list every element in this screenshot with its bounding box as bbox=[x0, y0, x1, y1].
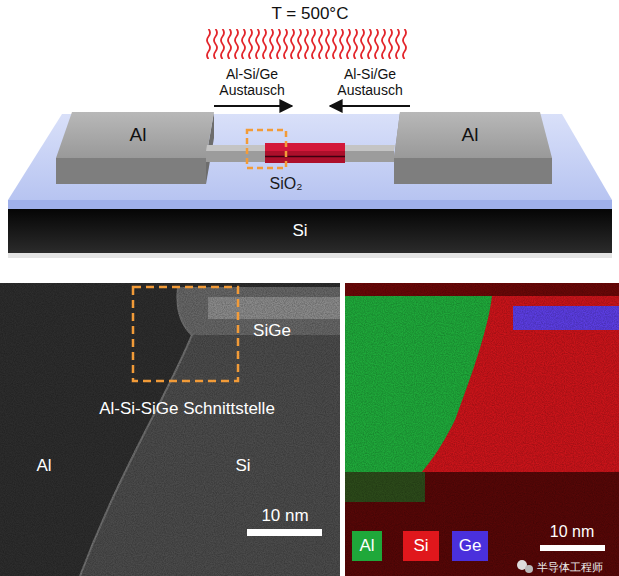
substrate-shadow bbox=[8, 253, 612, 258]
substrate-band: Si bbox=[288, 219, 311, 243]
scale-bar bbox=[247, 529, 322, 536]
pad-top bbox=[56, 112, 214, 158]
sige-segment-front bbox=[265, 151, 345, 163]
legend-text: Al bbox=[352, 531, 382, 561]
process-label: Al-Si/Ge Austausch bbox=[330, 66, 410, 98]
substrate-front bbox=[8, 209, 612, 253]
interface-label: Al-Si-SiGe Schnittstelle bbox=[99, 399, 275, 419]
tem-noise bbox=[0, 283, 340, 576]
pad-front bbox=[56, 158, 206, 184]
exchange-arrow bbox=[214, 105, 292, 107]
legend-item: Al bbox=[352, 531, 382, 561]
sige-segment-top bbox=[265, 143, 345, 151]
heat-waves bbox=[205, 29, 408, 59]
node-text: SiO₂ bbox=[270, 175, 303, 193]
node-text: Si bbox=[292, 221, 307, 241]
zoom-box bbox=[133, 287, 238, 381]
pad-front bbox=[394, 158, 552, 184]
edx-noise bbox=[345, 283, 619, 576]
sige-core bbox=[265, 156, 345, 158]
region-label: Si bbox=[235, 456, 250, 476]
zoom-box bbox=[247, 130, 286, 168]
pad-top bbox=[394, 112, 552, 158]
al-pad: Al bbox=[126, 122, 151, 148]
oxide-front bbox=[8, 200, 612, 209]
scale-label: 10 nm bbox=[550, 523, 594, 541]
edx-map bbox=[345, 283, 619, 576]
node-text: Al bbox=[462, 124, 479, 146]
tem-al-region bbox=[0, 283, 340, 576]
legend-item: Si bbox=[403, 531, 439, 561]
edx-si-region bbox=[345, 283, 619, 576]
tem-image bbox=[0, 283, 340, 576]
watermark: 半导体工程师 bbox=[537, 561, 603, 574]
legend-item: Ge bbox=[452, 531, 488, 561]
node-text: Al bbox=[130, 124, 147, 146]
oxide-layer: SiO₂ bbox=[266, 173, 307, 195]
legend-text: Si bbox=[403, 531, 439, 561]
watermark-icon bbox=[525, 565, 533, 573]
exchange-arrow bbox=[330, 105, 410, 107]
scale-label: 10 nm bbox=[261, 506, 308, 526]
legend-text: Ge bbox=[452, 531, 488, 561]
al-pad: Al bbox=[458, 122, 483, 148]
process-label: Al-Si/Ge Austausch bbox=[212, 66, 292, 98]
region-label: Al bbox=[36, 456, 51, 476]
title: T = 500°C bbox=[272, 4, 349, 24]
region-label: SiGe bbox=[253, 321, 291, 341]
nanowire-front bbox=[206, 151, 394, 162]
scale-bar bbox=[540, 545, 605, 551]
